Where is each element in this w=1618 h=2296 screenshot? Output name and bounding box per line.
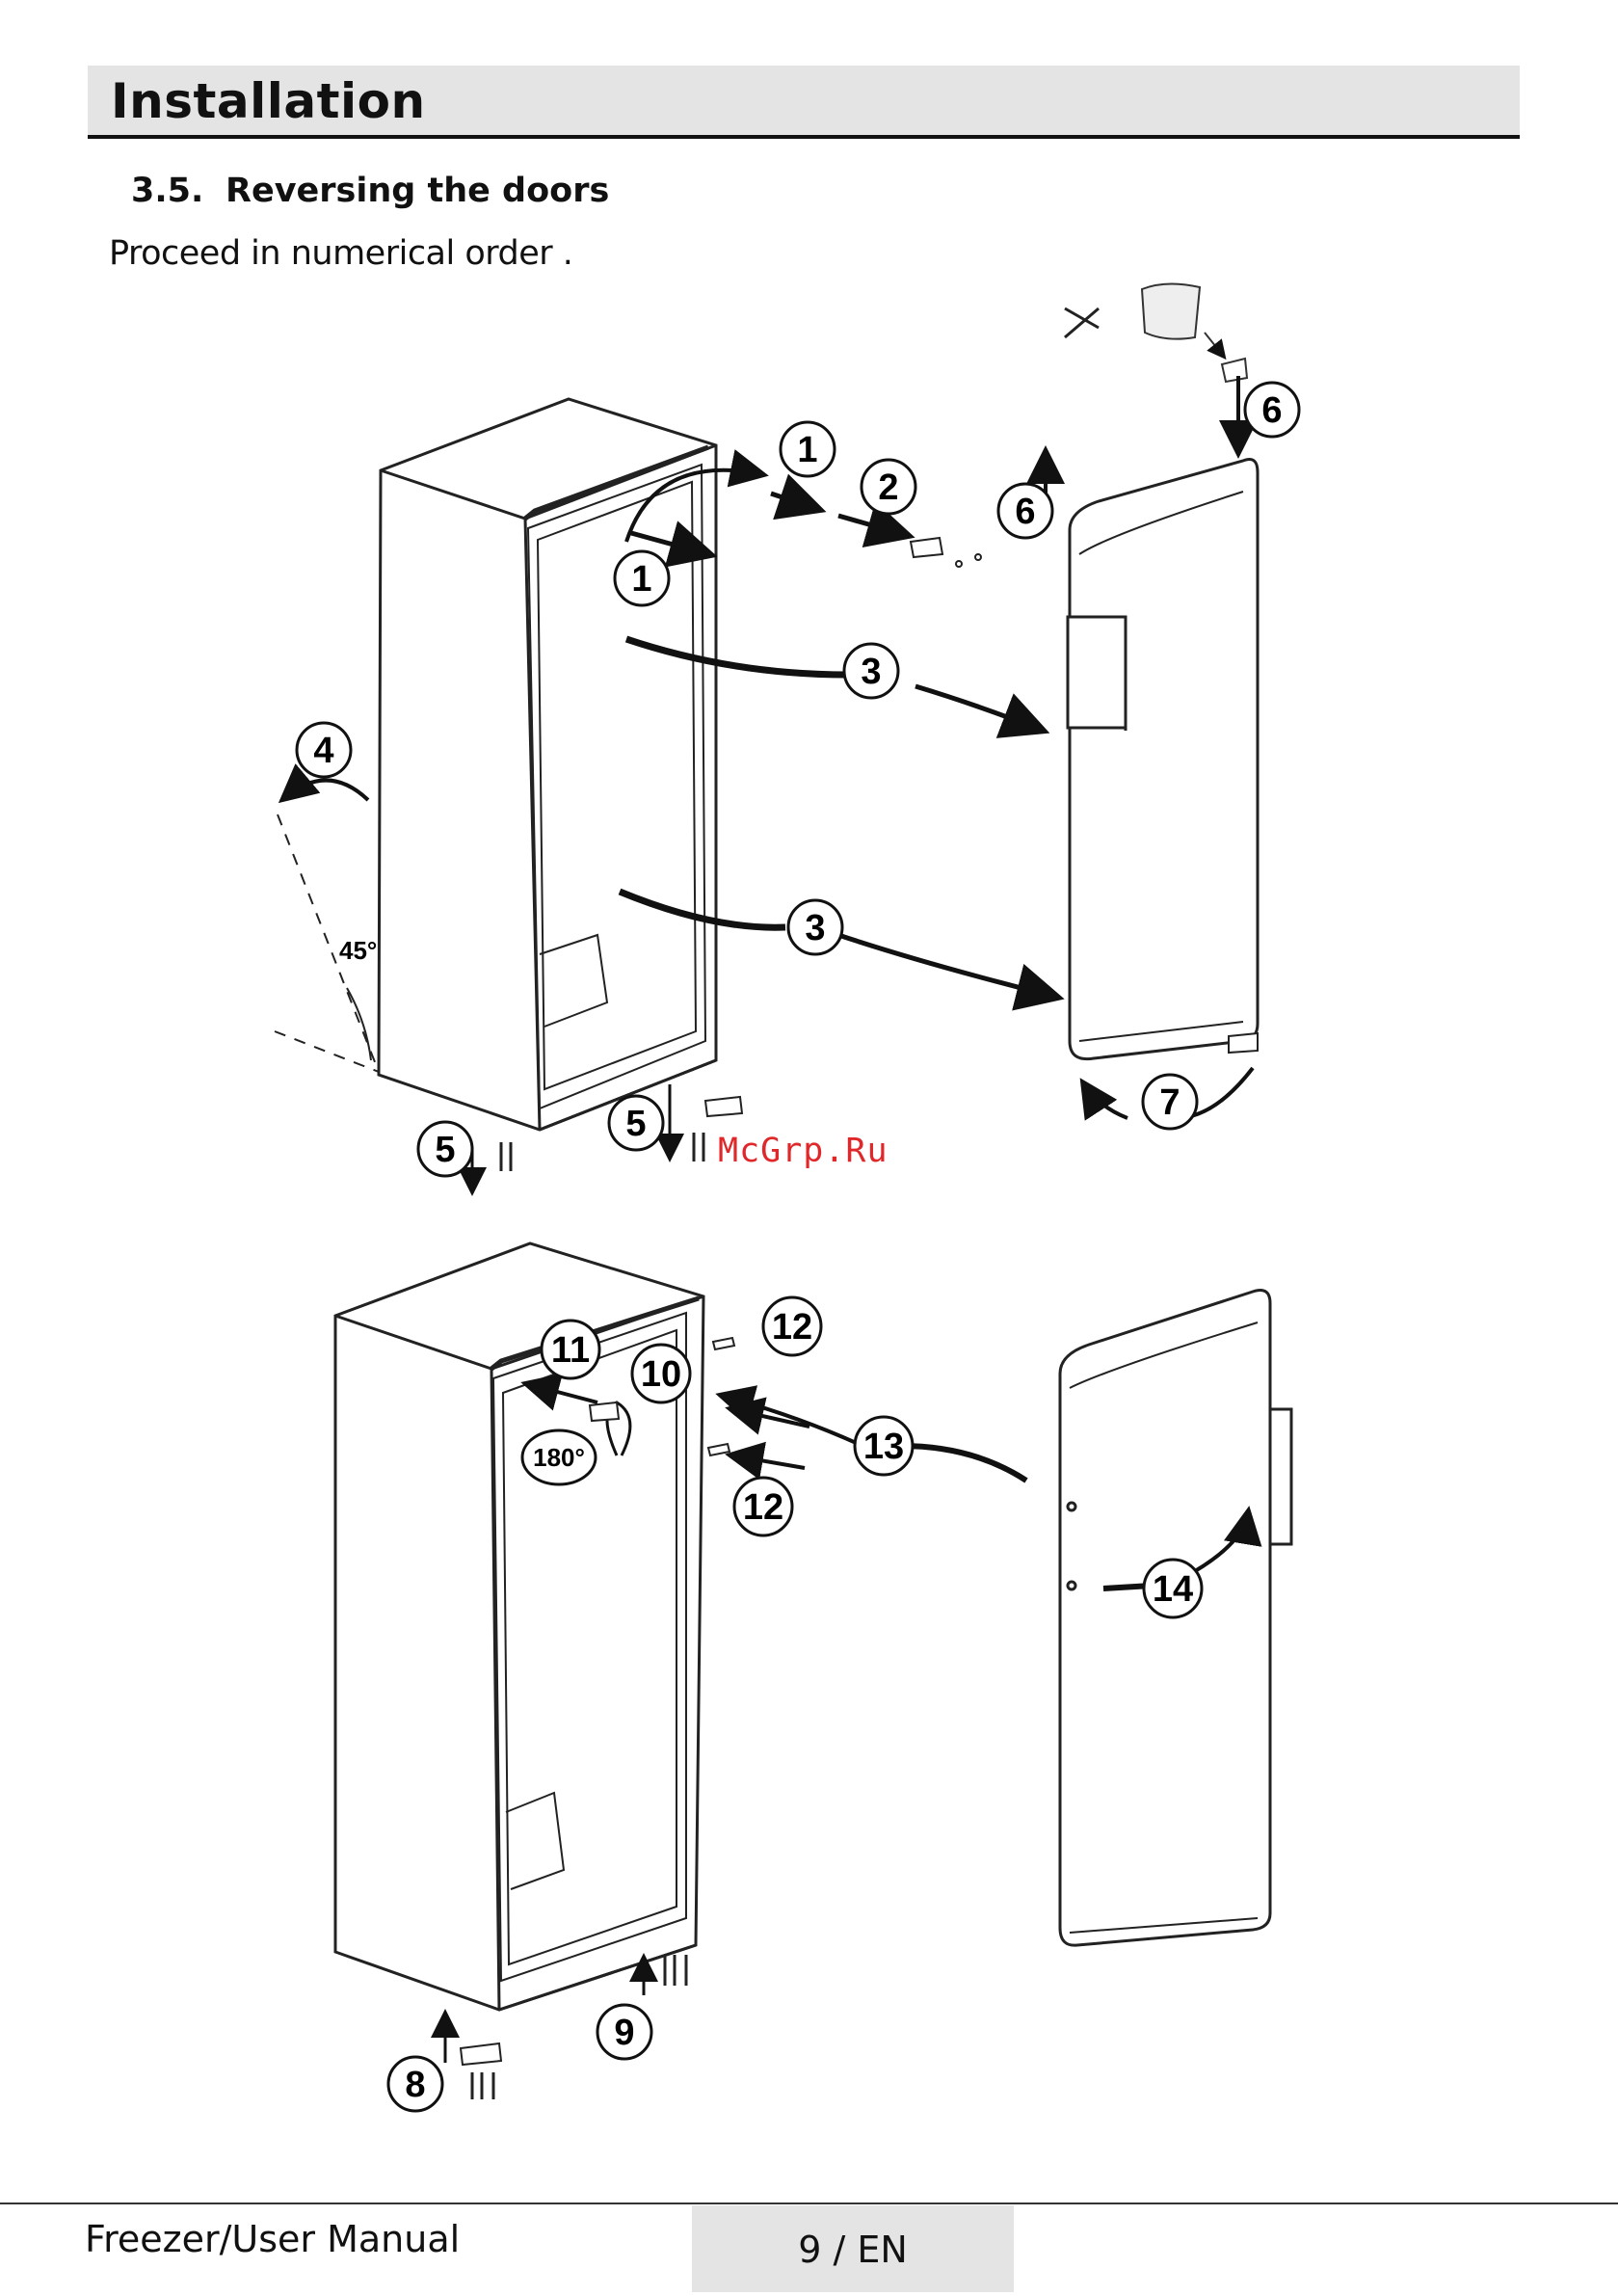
step-12a: 12 [763, 1297, 821, 1355]
svg-text:6: 6 [1261, 390, 1282, 431]
step-4: 4 [297, 723, 351, 777]
step-6b: 6 [1245, 383, 1299, 437]
svg-text:4: 4 [313, 731, 333, 771]
step-5b: 5 [609, 1096, 663, 1150]
footer-divider [0, 2203, 1618, 2204]
svg-text:180°: 180° [533, 1443, 585, 1472]
svg-text:1: 1 [631, 559, 651, 600]
angle-label: 45° [339, 936, 377, 965]
door-top [1068, 460, 1258, 1059]
svg-text:14: 14 [1153, 1569, 1193, 1610]
step-12b: 12 [734, 1478, 792, 1535]
step-3a: 3 [844, 644, 898, 698]
rotation-label: 180° [522, 1430, 596, 1484]
step-14: 14 [1144, 1560, 1202, 1617]
svg-text:1: 1 [797, 430, 817, 470]
svg-text:3: 3 [861, 652, 881, 692]
svg-text:5: 5 [435, 1130, 455, 1170]
svg-text:13: 13 [863, 1427, 904, 1467]
svg-text:5: 5 [625, 1104, 646, 1144]
svg-text:8: 8 [405, 2065, 425, 2105]
svg-text:6: 6 [1015, 492, 1035, 532]
parts-bag-icon [1142, 283, 1247, 382]
svg-text:2: 2 [878, 467, 898, 508]
watermark: McGrp.Ru [718, 1132, 889, 1170]
step-1a: 1 [781, 422, 835, 476]
step-8: 8 [388, 2057, 442, 2111]
step-7: 7 [1143, 1075, 1197, 1129]
svg-text:12: 12 [772, 1307, 812, 1348]
svg-text:9: 9 [614, 2013, 634, 2053]
page-number: 9 / EN [692, 2229, 1014, 2271]
svg-text:10: 10 [641, 1354, 681, 1395]
step-11: 11 [542, 1321, 599, 1378]
svg-text:7: 7 [1159, 1082, 1180, 1123]
step-9: 9 [597, 2005, 651, 2059]
step-2: 2 [862, 460, 915, 514]
step-13: 13 [855, 1417, 913, 1475]
svg-text:11: 11 [551, 1330, 590, 1371]
step-10: 10 [632, 1345, 690, 1402]
svg-text:12: 12 [743, 1487, 783, 1528]
step-1b: 1 [615, 551, 669, 605]
footer-page-box: 9 / EN [692, 2205, 1014, 2292]
svg-text:3: 3 [805, 908, 825, 948]
step-5a: 5 [418, 1122, 472, 1176]
tilt-angle-marker [275, 780, 379, 1072]
step-6a: 6 [998, 484, 1052, 538]
footer-manual-title: Freezer/User Manual [85, 2218, 460, 2260]
freezer-body-top [379, 399, 716, 1130]
step-3b: 3 [788, 900, 842, 954]
